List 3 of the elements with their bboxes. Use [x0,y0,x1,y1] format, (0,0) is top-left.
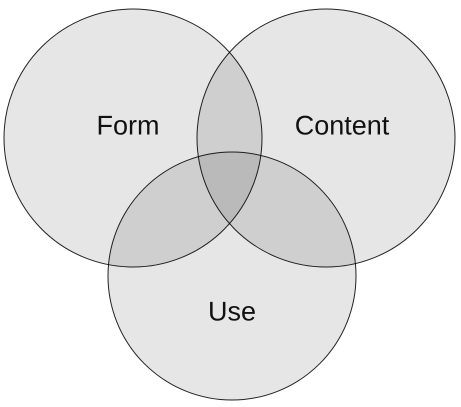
circle-label: Use [208,296,256,328]
circle-label: Form [96,110,160,142]
circle-label: Content [294,110,390,142]
